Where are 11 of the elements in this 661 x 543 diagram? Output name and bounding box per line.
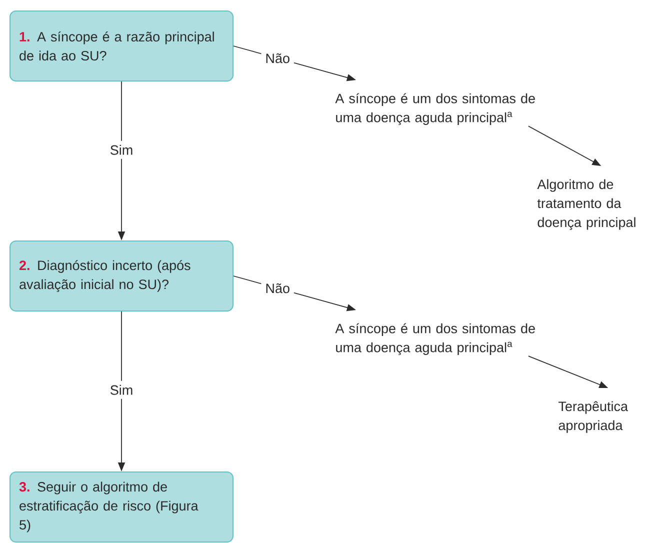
outcome-text: A síncope é um dos sintomas de uma doença aguda principal$^{a}$: [335, 93, 535, 125]
question-box: 3. Seguir o algoritmo de estratificação de risco (Figura 5): [10, 472, 234, 542]
edge-label: Sim: [106, 140, 138, 159]
outcome-text: A síncope é um dos sintomas de uma doença aguda principal$^{a}$: [335, 323, 535, 355]
edge-label: Sim: [106, 380, 138, 399]
question-box: 2. Diagnóstico incerto (após avaliação inicial no SU)?: [10, 240, 234, 312]
question-box: 1. A síncope é a razão principal de ida ao SU?: [10, 10, 234, 82]
outcome-text: Algoritmo de tratamento da doença principal: [537, 179, 636, 230]
outcome-text: Terapêutica apropriada: [558, 401, 628, 433]
edge-label: Não: [261, 49, 294, 68]
edge-label: Não: [261, 279, 294, 298]
